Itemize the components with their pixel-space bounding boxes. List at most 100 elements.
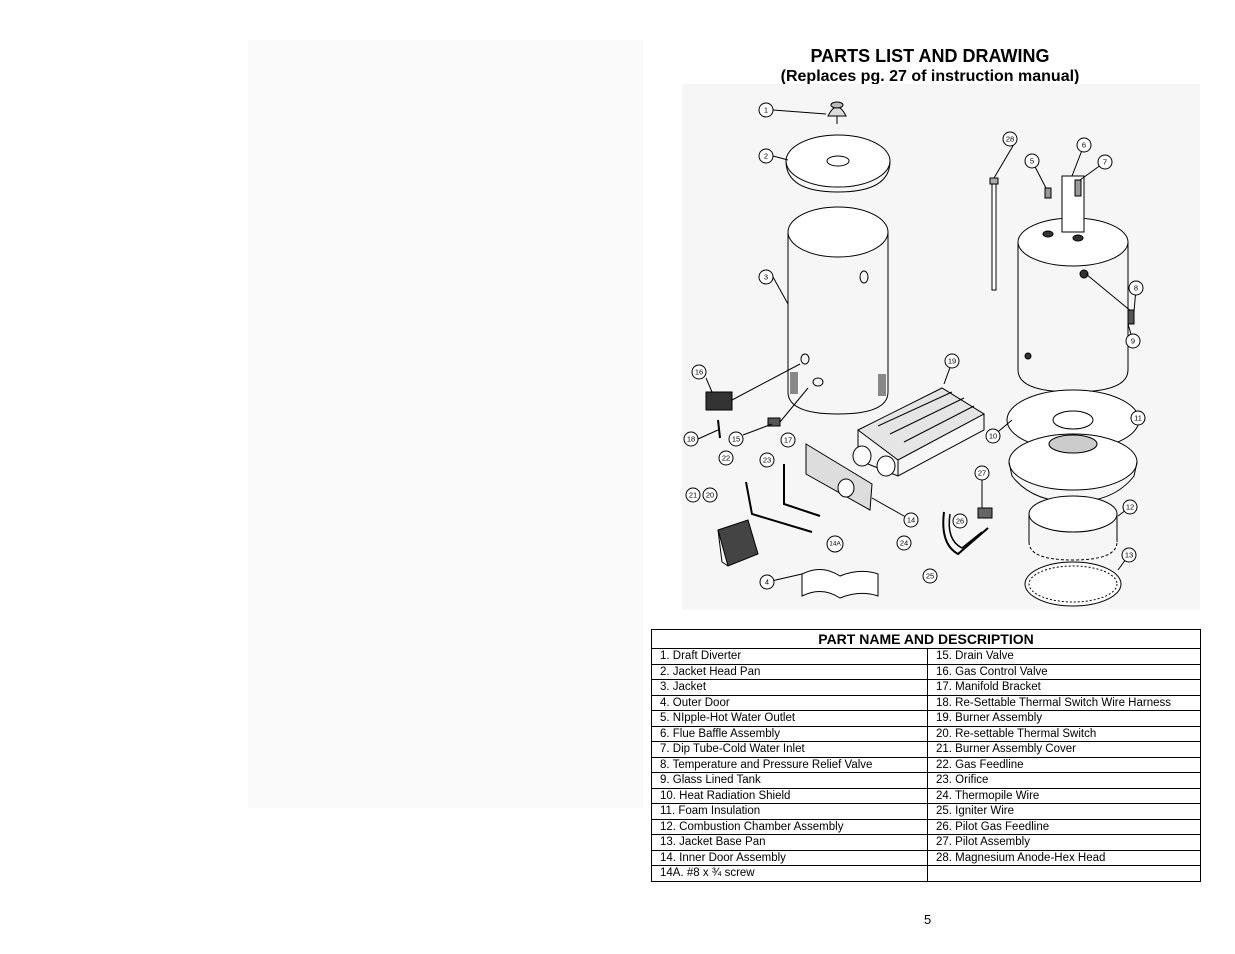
svg-text:1: 1	[764, 106, 768, 115]
table-cell: 22. Gas Feedline	[927, 756, 1201, 773]
callout-22: 22	[718, 450, 734, 466]
draft-diverter-shape	[827, 101, 847, 124]
callout-23: 23	[759, 452, 775, 468]
callout-26: 26	[952, 513, 968, 529]
combustion-chamber-shape	[1028, 495, 1118, 561]
table-cell: 14. Inner Door Assembly	[651, 849, 928, 866]
jacket-head-pan-shape	[785, 134, 891, 193]
svg-text:14A: 14A	[829, 541, 841, 548]
svg-text:23: 23	[763, 456, 771, 465]
tp-valve-shape	[1085, 273, 1135, 325]
callout-13: 13	[1121, 547, 1137, 563]
table-row: 8. Temperature and Pressure Relief Valve…	[651, 756, 1201, 773]
table-cell	[927, 865, 1201, 882]
table-cell: 17. Manifold Bracket	[927, 679, 1201, 696]
callout-28: 28	[1002, 131, 1018, 147]
callout-14: 14	[903, 512, 919, 528]
callout-20: 20	[702, 487, 718, 503]
svg-text:16: 16	[695, 368, 703, 377]
page-subtitle: (Replaces pg. 27 of instruction manual)	[780, 68, 1080, 85]
table-cell: 24. Thermopile Wire	[927, 787, 1201, 804]
callout-24: 24	[896, 535, 912, 551]
callout-25: 25	[922, 568, 938, 584]
table-cell: 8. Temperature and Pressure Relief Valve	[651, 756, 928, 773]
svg-text:6: 6	[1082, 141, 1086, 150]
blank-left-page	[248, 40, 643, 808]
callout-17: 17	[780, 432, 796, 448]
svg-text:9: 9	[1131, 337, 1135, 346]
jacket-shape	[787, 206, 889, 415]
table-header: PART NAME AND DESCRIPTION	[651, 629, 1201, 649]
callout-11: 11	[1130, 410, 1146, 426]
callout-3: 3	[758, 269, 774, 285]
table-row: 14A. #8 x ¾ screw	[651, 865, 1201, 882]
svg-text:27: 27	[978, 469, 986, 478]
table-cell: 3. Jacket	[651, 679, 928, 696]
callout-8: 8	[1128, 280, 1144, 296]
callout-18: 18	[683, 431, 699, 447]
foam-insulation-shape	[1008, 433, 1138, 503]
table-cell: 5. NIpple-Hot Water Outlet	[651, 710, 928, 727]
svg-text:24: 24	[900, 539, 908, 548]
table-cell: 21. Burner Assembly Cover	[927, 741, 1201, 758]
callout-4: 4	[759, 574, 775, 590]
callout-9: 9	[1125, 333, 1141, 349]
callout-10: 10	[985, 428, 1001, 444]
callout-21: 21	[685, 487, 701, 503]
table-cell: 15. Drain Valve	[927, 648, 1201, 665]
svg-text:13: 13	[1125, 551, 1133, 560]
burner-cover-shape	[717, 519, 759, 567]
table-cell: 13. Jacket Base Pan	[651, 834, 928, 851]
parts-table: PART NAME AND DESCRIPTION 1. Draft Diver…	[651, 629, 1201, 882]
svg-text:7: 7	[1103, 158, 1107, 167]
svg-text:8: 8	[1134, 284, 1138, 293]
exploded-parts-drawing: 1 2 3 4 5 6 7 8 9 10 11 12 13 14 14A 15 …	[683, 101, 1146, 607]
drawing-background	[682, 84, 1200, 610]
svg-text:2: 2	[764, 152, 768, 161]
svg-text:25: 25	[926, 572, 934, 581]
table-cell: 6. Flue Baffle Assembly	[651, 725, 928, 742]
svg-text:22: 22	[722, 454, 730, 463]
table-cell: 9. Glass Lined Tank	[651, 772, 928, 789]
svg-text:5: 5	[1030, 157, 1034, 166]
svg-text:14: 14	[907, 516, 915, 525]
inner-door-shape	[805, 443, 873, 511]
callout-7: 7	[1097, 154, 1113, 170]
svg-text:10: 10	[989, 432, 997, 441]
table-cell: 11. Foam Insulation	[651, 803, 928, 820]
jacket-base-pan-shape	[1024, 561, 1122, 607]
callout-5: 5	[1024, 153, 1040, 169]
callout-markers: 1 2 3 4 5 6 7 8 9 10 11 12 13 14 14A 15 …	[683, 102, 1146, 590]
svg-text:18: 18	[687, 435, 695, 444]
drain-valve-shape	[767, 387, 809, 427]
svg-text:15: 15	[732, 435, 740, 444]
table-cell: 7. Dip Tube-Cold Water Inlet	[651, 741, 928, 758]
svg-text:4: 4	[765, 578, 769, 587]
table-cell: 27. Pilot Assembly	[927, 834, 1201, 851]
callout-19: 19	[944, 353, 960, 369]
burner-assembly-shape	[852, 387, 986, 477]
table-cell: 19. Burner Assembly	[927, 710, 1201, 727]
svg-text:12: 12	[1126, 503, 1134, 512]
callout-2: 2	[758, 148, 774, 164]
table-cell: 18. Re-Settable Thermal Switch Wire Harn…	[927, 694, 1201, 711]
svg-text:11: 11	[1134, 414, 1142, 423]
svg-text:3: 3	[764, 273, 768, 282]
svg-text:26: 26	[956, 517, 964, 526]
anode-shape	[989, 177, 999, 291]
callout-12: 12	[1122, 499, 1138, 515]
table-cell: 2. Jacket Head Pan	[651, 663, 928, 680]
page-number: 5	[924, 912, 932, 927]
svg-text:20: 20	[706, 491, 714, 500]
